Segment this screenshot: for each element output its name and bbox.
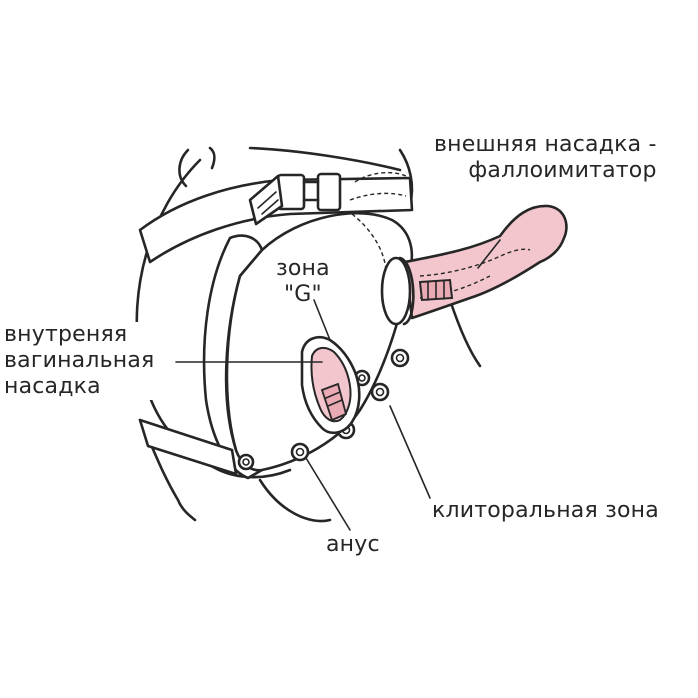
pointer-clitoral [389, 405, 431, 499]
label-external-line-1: внешняя насадка - [434, 132, 657, 157]
label-anus-text: анус [326, 532, 380, 557]
label-internal-line-1: внутреняя [4, 322, 128, 347]
label-g-zone: зона "G" [276, 256, 330, 308]
label-external-line-2: фаллоимитатор [468, 158, 657, 183]
label-clitoral-zone: клиторальная зона [432, 498, 659, 524]
pointer-anus [305, 457, 351, 531]
label-anus: анус [326, 532, 380, 558]
label-g-zone-line-2: "G" [283, 282, 322, 307]
harness [138, 171, 414, 480]
label-internal-line-3: насадка [4, 374, 101, 399]
label-internal-attachment: внутреняя вагинальная насадка [4, 322, 155, 400]
pointer-g-zone [313, 299, 331, 341]
pointer-external [477, 239, 501, 269]
label-external-attachment: внешняя насадка - фаллоимитатор [434, 132, 657, 184]
pointer-lines [175, 239, 501, 531]
label-g-zone-line-1: зона [276, 256, 330, 281]
external-dildo [380, 204, 568, 326]
label-internal-line-2: вагинальная [4, 348, 155, 373]
label-clitoral-text: клиторальная зона [432, 498, 659, 523]
